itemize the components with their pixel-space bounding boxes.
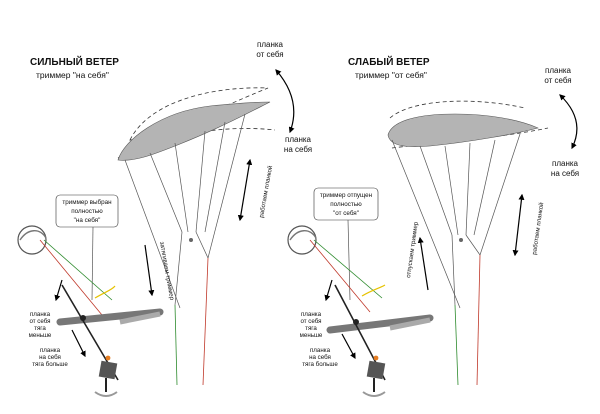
right-bridle-a (451, 234, 456, 306)
right-subtitle: триммер "от себя" (355, 70, 427, 80)
left-bridle-a (174, 231, 183, 306)
right-line-green (454, 304, 459, 386)
left-bar-away-2: от себя (256, 50, 283, 59)
right-bar-shaft (326, 314, 434, 334)
left-trim-side-label: затягиваем триммер (158, 241, 175, 301)
left-note-away-2: от себя (29, 318, 50, 325)
right-panel: СЛАБЫЙ ВЕТЕР триммер "от себя" планка от… (287, 55, 579, 397)
right-bar-side-label: работаем планкой (531, 201, 545, 255)
right-line-4 (465, 142, 471, 236)
right-kite-loop (287, 225, 317, 255)
left-note-away-1: планка (30, 311, 51, 318)
left-control-bar (17, 225, 164, 397)
right-line-1 (391, 139, 461, 309)
left-note-toward-2: на себя (39, 354, 61, 361)
right-note-toward-1: планка (310, 347, 331, 354)
left-line-1 (124, 159, 181, 309)
right-chicken-loop (366, 360, 386, 380)
left-callout-1: триммер выбран (62, 198, 112, 206)
left-callout-box (55, 194, 119, 228)
right-kite-wing (387, 113, 539, 147)
right-callout-3: "от себя" (333, 209, 359, 217)
right-callout-2: полностью (330, 201, 362, 208)
left-line-5 (204, 121, 226, 233)
left-bar-side-label: работаем планкой (258, 165, 274, 219)
right-note-away-2: от себя (300, 318, 321, 325)
left-line-3 (174, 142, 189, 233)
left-callout-pointer (91, 226, 94, 301)
left-callout-3: "на себя" (74, 216, 101, 224)
right-pulley (459, 238, 463, 242)
left-line-red (202, 257, 209, 386)
left-bar-toward-2: на себя (284, 145, 312, 154)
right-bar-toward-2: на себя (551, 169, 579, 178)
right-callout-box (313, 187, 379, 221)
left-bridle-b (195, 231, 209, 259)
right-bar-arrow (559, 94, 578, 150)
left-wing-upper-outline (129, 87, 269, 141)
right-note-toward-2: на себя (309, 354, 331, 361)
left-kite-loop (17, 225, 47, 255)
left-panel: СИЛЬНЫЙ ВЕТЕР триммер "на себя" планка о… (17, 40, 312, 397)
right-bar-side-arrow (512, 193, 525, 257)
left-title: СИЛЬНЫЙ ВЕТЕР (30, 55, 119, 68)
right-line-3 (444, 145, 459, 236)
left-line-6 (207, 113, 246, 259)
right-wing-upper-outline (389, 100, 526, 119)
right-note-toward-3: тяга больше (302, 361, 338, 368)
right-line-6 (479, 133, 521, 256)
right-bar-toward-1: планка (552, 159, 579, 168)
right-trim-side-arrow (417, 236, 429, 291)
left-chicken-loop (98, 360, 118, 380)
left-line-4 (195, 130, 206, 233)
right-callout-1: триммер отпущен (320, 192, 373, 199)
right-title: СЛАБЫЙ ВЕТЕР (348, 55, 430, 68)
left-bar-away-1: планка (257, 40, 284, 49)
right-control-bar (287, 225, 434, 397)
right-trim-side-label: отпускаем триммер (405, 221, 420, 278)
left-note-toward-1: планка (40, 347, 61, 354)
right-line-2 (419, 145, 453, 236)
right-note-away-3: тяга (305, 325, 317, 332)
right-line-5 (473, 139, 496, 236)
left-line-green (174, 304, 178, 386)
left-line-2 (149, 152, 183, 233)
left-bar-side-arrow (237, 158, 253, 222)
right-callout-pointer (347, 219, 351, 301)
left-bar-arrow (275, 69, 295, 134)
left-callout-2: полностью (71, 208, 103, 215)
left-note-toward-3: тяга больше (32, 361, 68, 368)
left-note-away-4: меньше (29, 332, 52, 339)
left-pulley (189, 238, 193, 242)
left-kite-wing (117, 101, 271, 161)
left-trim-side-arrow (144, 244, 155, 297)
right-bar-away-2: от себя (544, 76, 571, 85)
left-note-away-3: тяга (34, 325, 46, 332)
right-note-away-1: планка (301, 311, 322, 318)
right-line-red (476, 254, 481, 386)
right-bridle-b (465, 234, 481, 256)
left-bar-shaft (56, 308, 164, 326)
left-bar-toward-1: планка (285, 135, 312, 144)
right-note-away-4: меньше (300, 332, 323, 339)
right-bar-away-1: планка (545, 66, 572, 75)
left-subtitle: триммер "на себя" (36, 70, 109, 80)
